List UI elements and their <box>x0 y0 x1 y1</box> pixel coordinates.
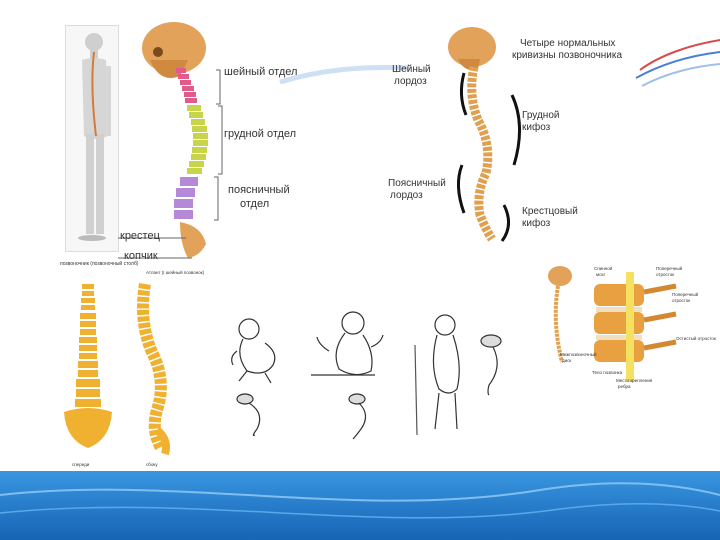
label-sacrum: крестец <box>120 230 160 242</box>
label-disc-2: диск <box>562 358 571 363</box>
label-transverse-process-2: отросток <box>672 298 690 303</box>
lumbar-vertebrae <box>174 177 198 219</box>
label-rib-attachment-2: ребра <box>618 384 631 389</box>
label-cervical-lordosis-1: Шейный <box>392 64 431 75</box>
sacrum-front <box>64 408 112 448</box>
label-disc-1: Межпозвоночный <box>560 352 597 357</box>
child-standing <box>415 315 459 435</box>
label-spinal-cord-1: Спинной <box>594 266 612 271</box>
atlas-label: Атлант (I шейный позвонок) <box>146 270 204 275</box>
label-lumbar-region-2: отдел <box>240 198 269 210</box>
spine-side-view <box>125 280 205 460</box>
vertebra-stack <box>594 272 676 382</box>
spine-front-view <box>58 280 118 460</box>
child-posture-sketches <box>225 305 495 445</box>
thoracic-vertebrae <box>187 105 208 174</box>
label-spinous-process: Остистый отросток <box>676 336 716 341</box>
label-thoracic-kyphosis-2: кифоз <box>522 122 550 133</box>
label-lumbar-region-1: поясничный <box>228 184 290 196</box>
curves-title-2: кривизны позвоночника <box>512 50 622 61</box>
label-cervical-lordosis-2: лордоз <box>394 76 427 87</box>
label-cervical-region: шейный отдел <box>224 66 297 78</box>
footer-wave <box>0 465 720 540</box>
human-figure-panel <box>65 25 119 252</box>
label-vertebral-body: Тело позвонка <box>592 370 622 375</box>
spine-atlas-caption: позвоночник (позвоночный столб) <box>60 262 138 267</box>
spine-column <box>472 67 492 239</box>
label-transverse-process-1: Поперечный <box>672 292 698 297</box>
sacrum <box>180 222 206 258</box>
label-spinal-cord-2: мозг <box>596 272 605 277</box>
curves-title-1: Четыре нормальных <box>520 38 615 49</box>
label-transverse-2: отросток <box>656 272 674 277</box>
infant-lying <box>232 319 275 383</box>
label-rib-attachment-1: Место крепления <box>616 378 652 383</box>
label-transverse-1: Поперечный <box>656 266 682 271</box>
label-lumbar-lordosis-1: Поясничный <box>388 178 446 189</box>
human-silhouette-icon <box>66 26 118 251</box>
label-lumbar-lordosis-2: лордоз <box>390 190 423 201</box>
label-sacral-kyphosis-2: кифоз <box>522 218 550 229</box>
spine-curve-sketches <box>237 335 501 439</box>
label-thoracic-region: грудной отдел <box>224 128 296 140</box>
label-sacral-kyphosis-1: Крестцовый <box>522 206 578 217</box>
infant-sitting <box>311 312 383 375</box>
label-thoracic-kyphosis-1: Грудной <box>522 110 559 121</box>
